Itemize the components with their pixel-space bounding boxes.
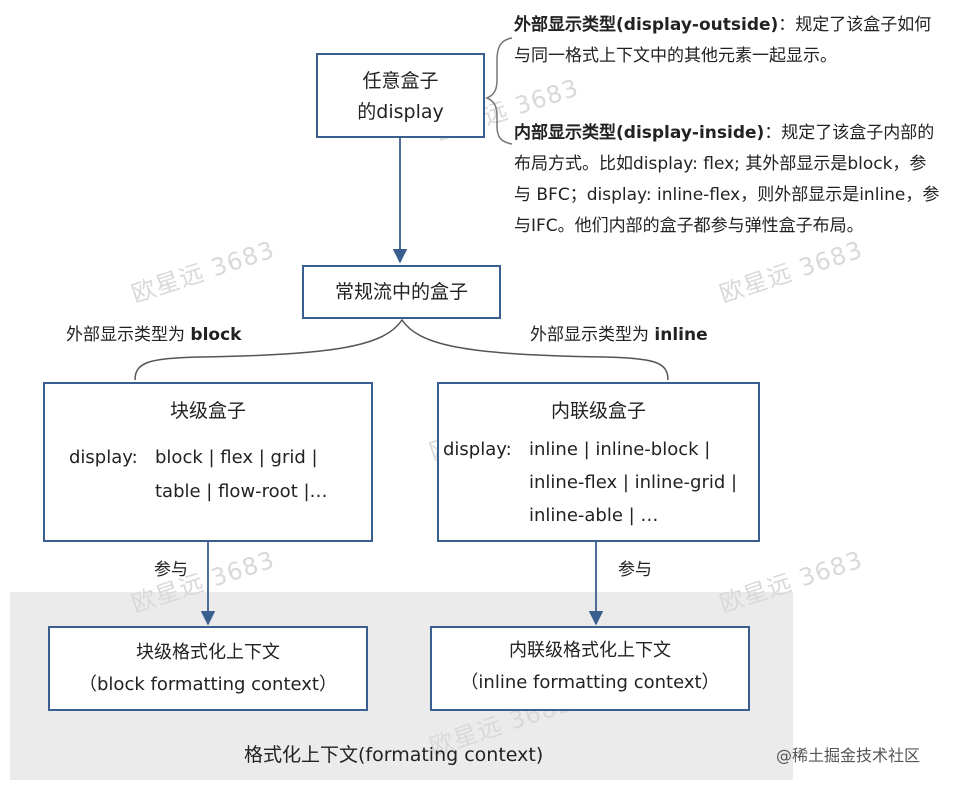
display-inside-term: 内部显示类型(display-inside) [514, 123, 765, 143]
branch-label-block: 外部显示类型为 block [66, 320, 241, 345]
branch-label-inline: 外部显示类型为 inline [530, 320, 708, 345]
inline-box-line3: inline-able | … [529, 505, 659, 526]
branch-brace [134, 318, 669, 381]
display-outside-note: 外部显示类型(display-outside)：规定了该盒子如何与同一格式上下文… [514, 10, 944, 72]
credit-text: @稀土掘金技术社区 [776, 746, 921, 765]
block-box-line2: table | flow-root |… [155, 481, 328, 502]
panel-label: 格式化上下文(formating context) [244, 744, 544, 766]
participate-label-left: 参与 [154, 560, 188, 580]
branch-block-prefix: 外部显示类型为 [66, 325, 191, 345]
branch-block-value: block [190, 325, 242, 345]
participate-label-right: 参与 [618, 560, 652, 580]
inline-formatting-context-box: 内联级格式化上下文 （inline formatting context） [430, 626, 750, 711]
root-box-line1: 任意盒子 [362, 70, 439, 92]
inline-box-key: display: [443, 439, 512, 460]
bfc-line1: 块级格式化上下文 [136, 642, 280, 663]
branch-inline-value: inline [654, 325, 708, 345]
inline-level-box: 内联级盒子 display: inline | inline-block | i… [437, 382, 760, 542]
branch-inline-prefix: 外部显示类型为 [530, 325, 655, 345]
display-outside-text: ：规定了该盒子如何与同一格式上下文中的其他元素一起显示。 [514, 15, 932, 66]
root-display-box: 任意盒子 的display [316, 53, 485, 138]
display-inside-note: 内部显示类型(display-inside)：规定了该盒子内部的布局方式。比如d… [514, 118, 942, 242]
bfc-line2: （block formatting context） [79, 674, 337, 695]
display-inside-text: ：规定了该盒子内部的布局方式。比如display: flex; 其外部显示是bl… [514, 123, 940, 236]
flow-box-label: 常规流中的盒子 [334, 281, 468, 303]
inline-box-title: 内联级盒子 [550, 400, 646, 422]
ifc-line1: 内联级格式化上下文 [509, 640, 671, 661]
inline-box-line2: inline-flex | inline-grid | [529, 472, 738, 493]
ifc-line2: （inline formatting context） [460, 672, 720, 693]
block-box-line1: block | flex | grid | [155, 447, 318, 468]
display-outside-term: 外部显示类型(display-outside) [514, 15, 779, 35]
inline-box-line1: inline | inline-block | [529, 439, 711, 460]
block-box-key: display: [69, 447, 138, 468]
curly-brace [485, 37, 513, 145]
block-formatting-context-box: 块级格式化上下文 （block formatting context） [48, 626, 368, 711]
block-level-box: 块级盒子 display: block | flex | grid | tabl… [43, 382, 373, 542]
normal-flow-box: 常规流中的盒子 [302, 265, 501, 319]
block-box-title: 块级盒子 [169, 400, 246, 422]
root-box-line2: 的display [357, 101, 444, 123]
